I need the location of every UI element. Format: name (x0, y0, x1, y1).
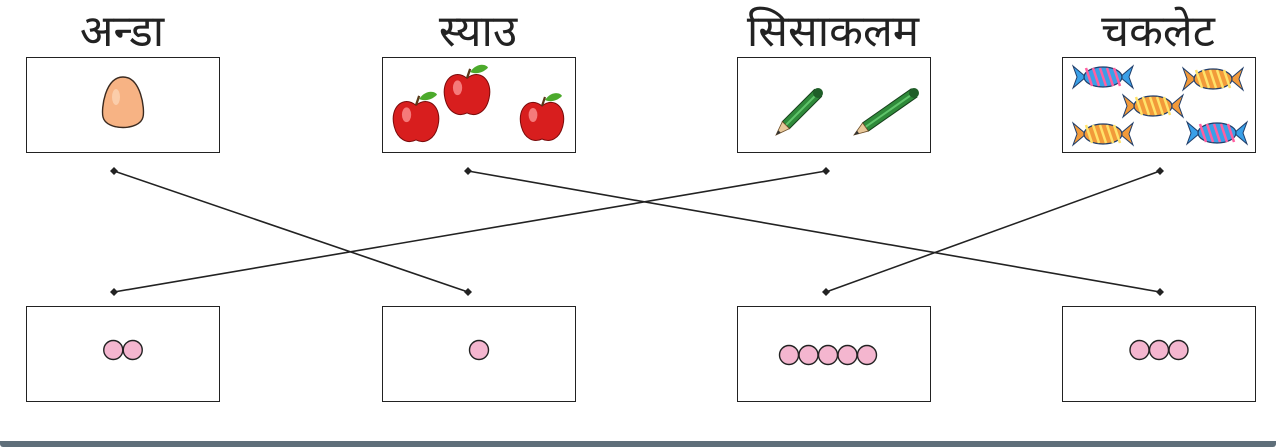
anchor-dot (464, 167, 472, 175)
window-frame-edge (0, 441, 1276, 447)
anchor-dot (464, 288, 472, 296)
anchor-dot (822, 167, 830, 175)
anchor-dot (110, 167, 118, 175)
connector-line (113, 170, 827, 293)
anchor-dot (1156, 167, 1164, 175)
connector-line (113, 170, 469, 293)
anchor-dot (110, 288, 118, 296)
anchor-dot (822, 288, 830, 296)
anchor-dot (1156, 288, 1164, 296)
picture-card-egg (26, 57, 220, 153)
count-card-3 (737, 306, 931, 402)
word-egg: अन्डा (79, 6, 165, 57)
connector-line (467, 170, 1161, 293)
word-chocolate: चकलेट (1101, 6, 1215, 57)
count-card-2 (382, 306, 576, 402)
picture-card-candy (1062, 57, 1256, 153)
word-pencil: सिसाकलम (746, 6, 920, 57)
connector-line (825, 170, 1161, 293)
count-card-4 (1062, 306, 1256, 402)
count-card-1 (26, 306, 220, 402)
word-apple: स्याउ (438, 6, 518, 57)
picture-card-pencil (737, 57, 931, 153)
picture-card-apple (382, 57, 576, 153)
